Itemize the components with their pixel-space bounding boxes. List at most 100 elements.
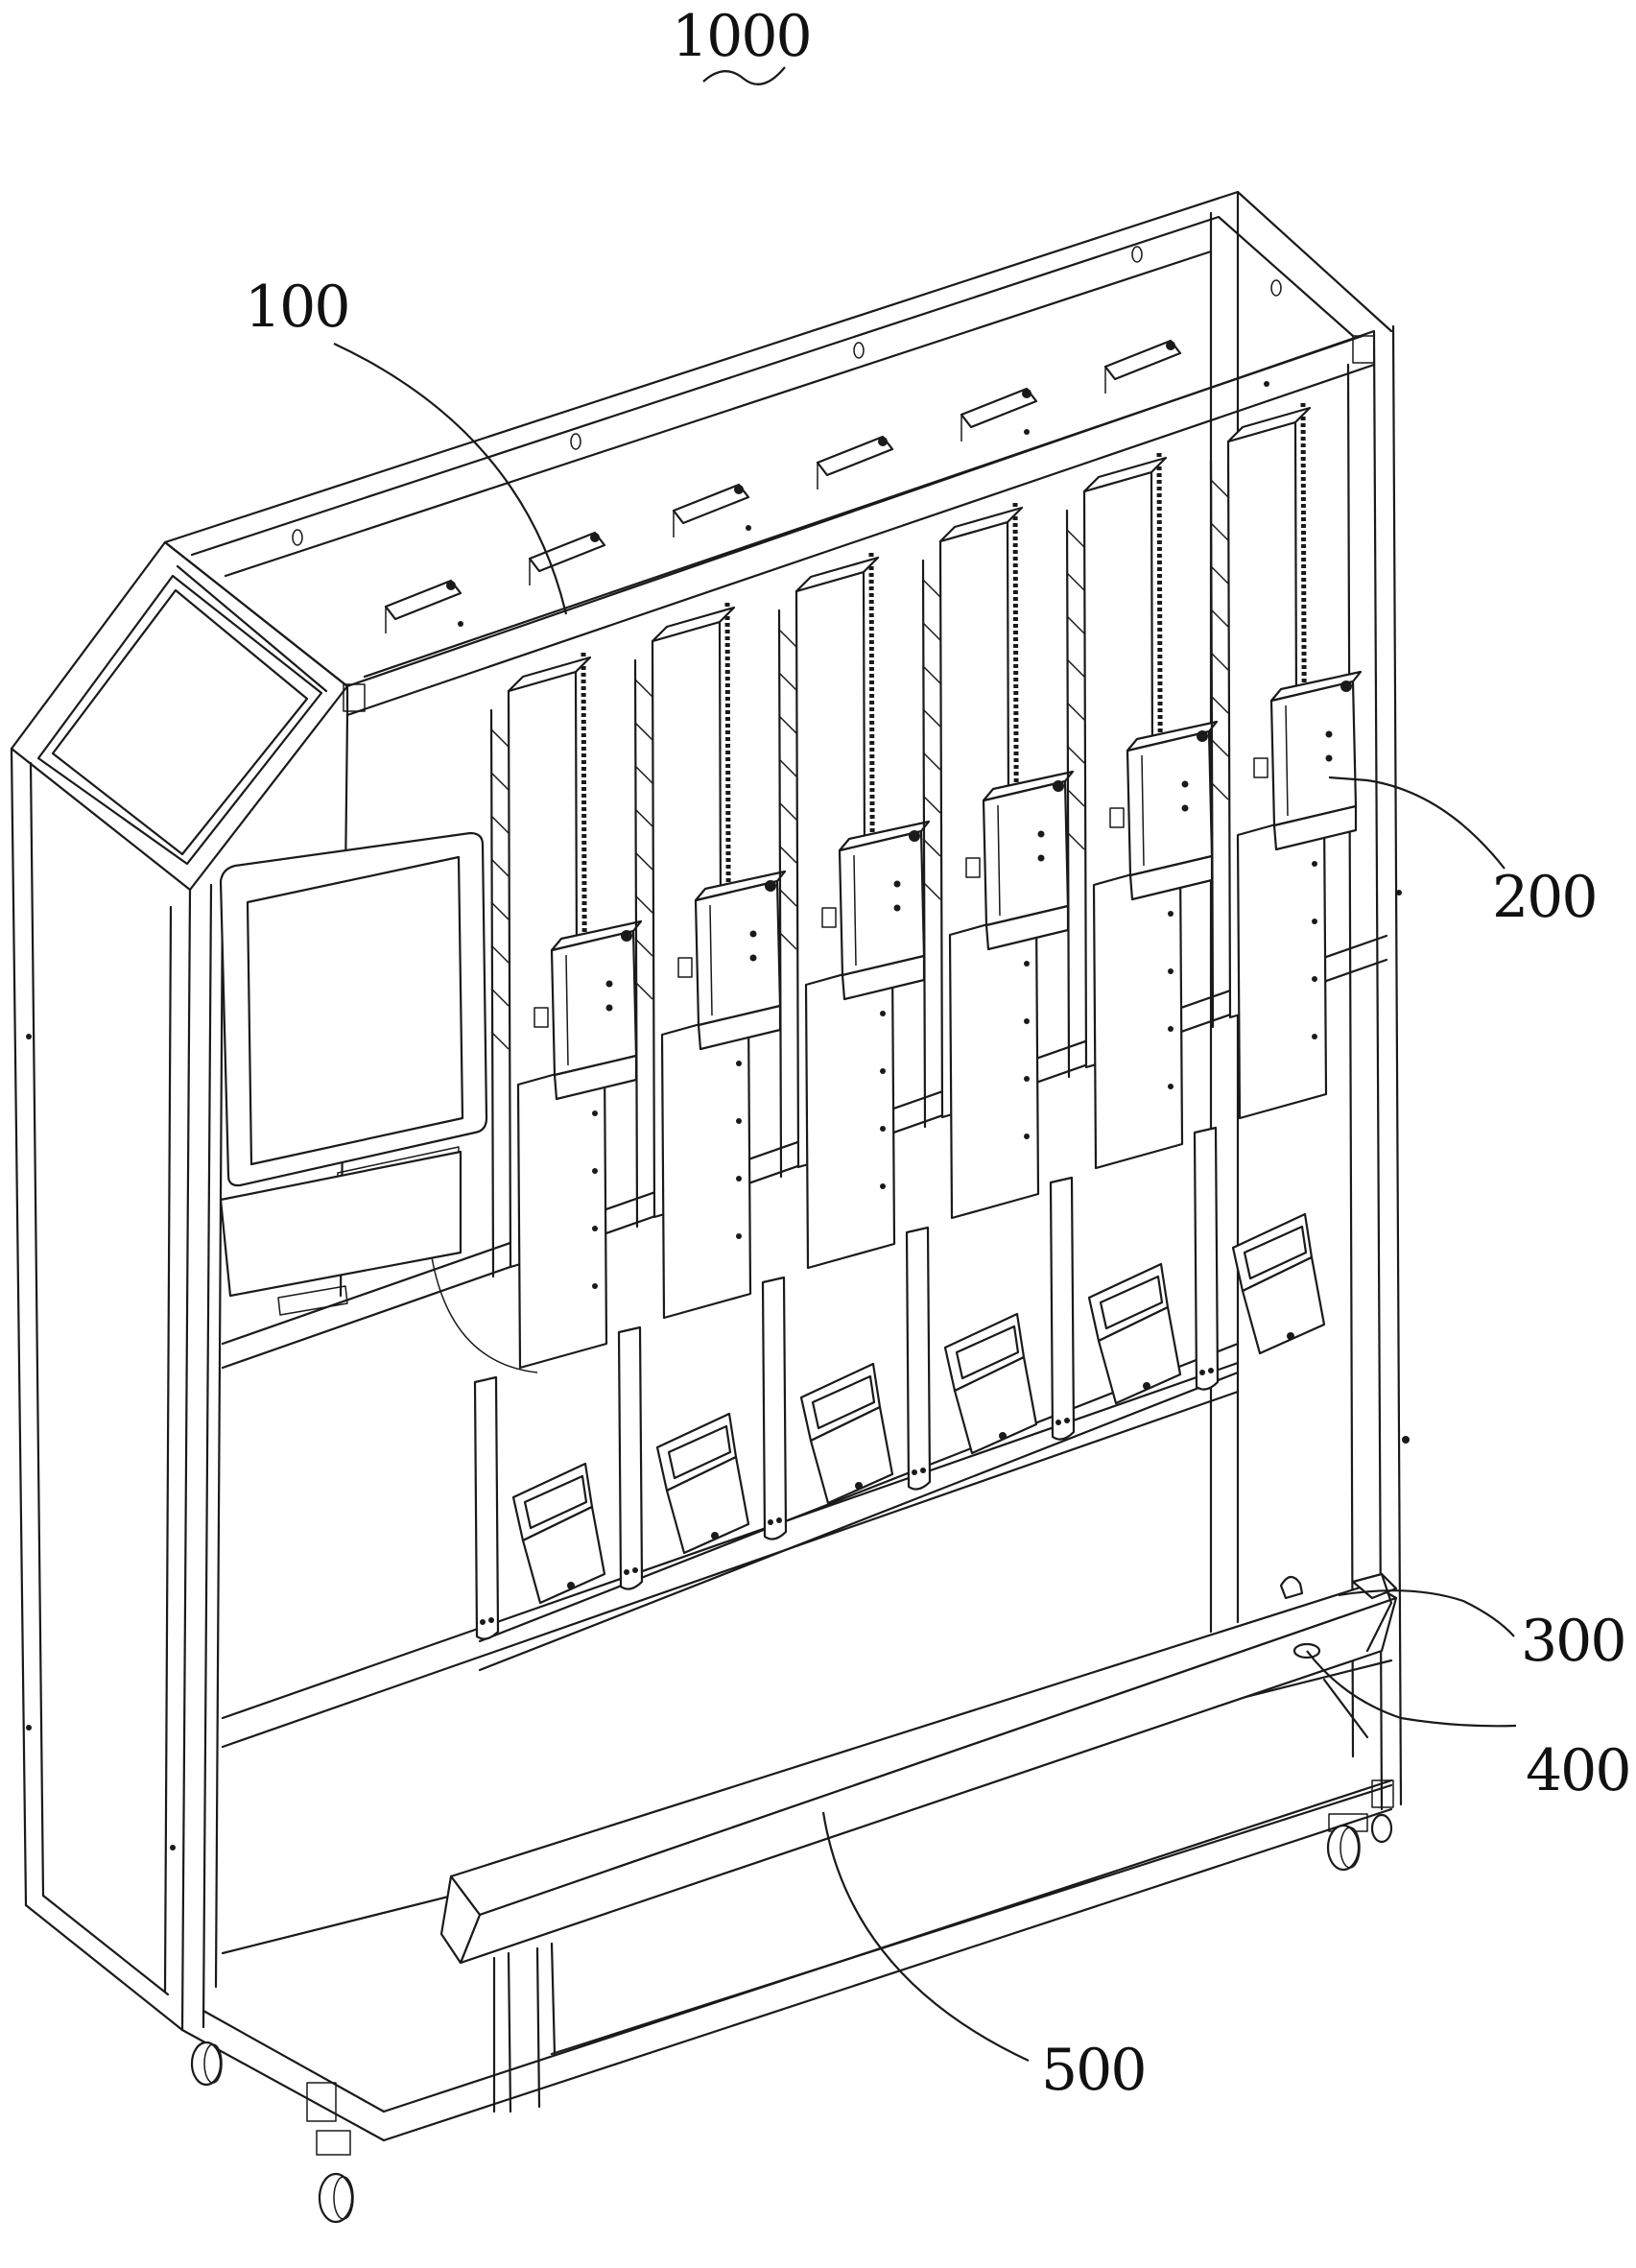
hatch-mark [1210,565,1229,585]
bolt [592,1226,598,1231]
box-hinge [1109,807,1125,828]
strap-bolt [920,1468,926,1473]
box-knob [621,930,632,942]
dispensing-module-6 [1193,402,1363,1391]
strap-bolt [912,1469,917,1475]
hatch-mark [634,895,653,914]
hopper-window [523,1474,588,1530]
channel-side [633,658,639,1229]
hatch-mark [778,931,797,950]
bolt [1168,1084,1174,1089]
label-200: 200 [1492,864,1599,931]
box-edge [997,804,1001,917]
hatch-mark [1210,609,1229,628]
front-plate [1092,859,1184,1170]
hatch-mark [922,795,941,814]
bolt [1024,1134,1030,1139]
box-knob [1197,730,1208,742]
collecting-beam [439,1582,1398,2113]
leader-100 [333,343,568,615]
hatch-mark [1210,781,1229,800]
bolt [592,1110,598,1116]
motor-housing-4 [816,435,894,489]
hatch-mark [1066,745,1085,764]
hatch-mark [1066,615,1085,634]
label-100: 100 [245,274,351,341]
bolt [1168,911,1174,917]
chain [724,602,732,1103]
hatch-mark [1210,695,1229,714]
label-500: 500 [1041,2037,1148,2104]
box-edge [709,904,713,1016]
hatch-mark [778,888,797,907]
hopper-window [1099,1275,1164,1330]
hatch-mark [490,944,510,964]
module-box-top [1269,670,1363,703]
hatch-mark [1210,652,1229,671]
dispensing-module-3 [761,552,931,1540]
box-bolt [1037,830,1045,838]
hanger-strap [761,1276,788,1540]
hatch-mark [1210,522,1229,541]
hopper-bolt [1287,1332,1294,1340]
module-box-top [1126,720,1219,752]
hatch-mark [1066,529,1085,548]
dispensing-module-4 [905,502,1075,1491]
hatch-mark [634,938,653,957]
hatch-mark [922,622,941,641]
hatch-mark [490,988,510,1007]
box-knob [1340,680,1352,692]
chain [1300,402,1308,903]
channel-top [651,606,736,643]
bolt [736,1118,742,1124]
box-bolt [893,880,901,888]
motor-housings [384,339,1182,633]
box-bolt [1325,730,1333,738]
leader-400 [1306,1650,1517,1728]
bolt [736,1176,742,1182]
hatch-mark [634,851,653,871]
box-hinge [1253,757,1268,778]
strap-bolt [1055,1420,1061,1425]
box-knob [1053,780,1064,792]
front-plate [804,959,896,1270]
hatch-mark [778,801,797,821]
hopper-window [1243,1225,1308,1280]
strap-bolt [1208,1368,1214,1373]
bolt [1312,1034,1317,1039]
lower-panel [219,1150,538,1373]
box-edge [1141,754,1145,867]
motor-housing-1 [384,579,462,633]
hatch-mark [490,772,510,791]
channel-side [1209,459,1215,1029]
bolt [880,1011,886,1016]
box-bolt [1325,754,1333,762]
channel-top [1082,456,1168,493]
box-knob [909,830,920,842]
hopper-body [953,1355,1038,1455]
horizontal-rails [221,324,1410,2142]
hatch-mark [1210,738,1229,757]
channel-side [1065,509,1071,1079]
box-tray [1272,804,1358,851]
bolt [1024,1018,1030,1024]
hatch-mark [778,845,797,864]
hatch-mark [490,815,510,834]
hopper-bolt [567,1582,575,1589]
hatch-mark [778,758,797,777]
bolt [880,1068,886,1074]
channel-side [921,559,927,1129]
label-300: 300 [1521,1608,1627,1675]
hatch-mark [634,679,653,698]
chain [581,652,588,1153]
channel-top [794,556,880,593]
box-hinge [821,907,837,928]
motor-housing-5 [960,387,1038,442]
box-hinge [533,1007,549,1028]
dispensing-module-2 [617,602,787,1590]
hanger-strap [1049,1176,1076,1441]
box-bolt [893,904,901,912]
chain [1156,452,1164,953]
box-bolt [749,930,757,938]
